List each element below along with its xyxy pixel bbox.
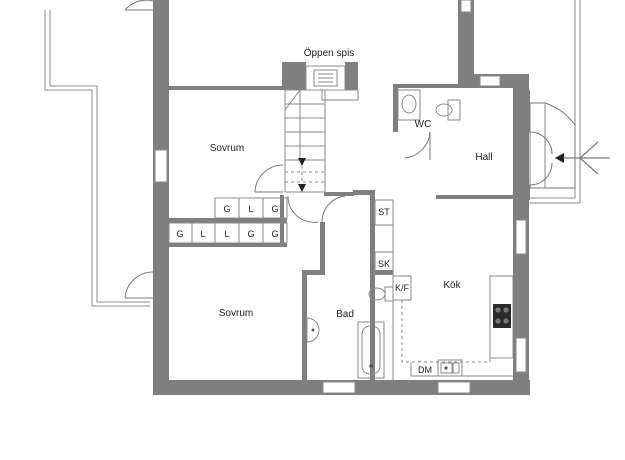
wardrobe-lower-letter: L [200, 229, 205, 239]
bathroom-fixtures [306, 286, 394, 379]
label-dm: DM [418, 365, 432, 375]
label-kok: Kök [443, 280, 461, 291]
fireplace-icon [305, 65, 346, 91]
label-oppen-spis: Öppen spis [304, 47, 355, 59]
terrace-outline [44, 10, 150, 307]
label-sovrum-top: Sovrum [210, 143, 244, 154]
wc-fixtures [397, 89, 461, 121]
label-sk: SK [378, 259, 390, 269]
deck-outline [525, 0, 581, 204]
windows [154, 0, 527, 394]
label-kf: K/F [395, 283, 410, 293]
wardrobe-upper-letter: G [271, 204, 278, 214]
wardrobe-lower [168, 222, 288, 244]
entrance-arrow-icon [555, 141, 610, 175]
wardrobe-lower-letter: G [247, 229, 254, 239]
walls [153, 0, 530, 395]
label-sovrum-bottom: Sovrum [219, 308, 253, 319]
label-hall: Hall [475, 152, 492, 163]
wardrobe-lower-letter: L [224, 229, 229, 239]
wardrobe-upper-letter: G [223, 204, 230, 214]
label-st: ST [378, 207, 390, 217]
wardrobe-upper-letter: L [248, 204, 253, 214]
wardrobe-lower-letter: G [176, 229, 183, 239]
kitchen-fixtures [374, 199, 514, 380]
wardrobe-lower-letter: G [271, 229, 278, 239]
doors [124, 0, 576, 299]
staircase [284, 89, 359, 193]
wardrobe-upper [214, 197, 288, 219]
label-bad: Bad [336, 309, 354, 320]
label-wc: WC [415, 119, 432, 130]
